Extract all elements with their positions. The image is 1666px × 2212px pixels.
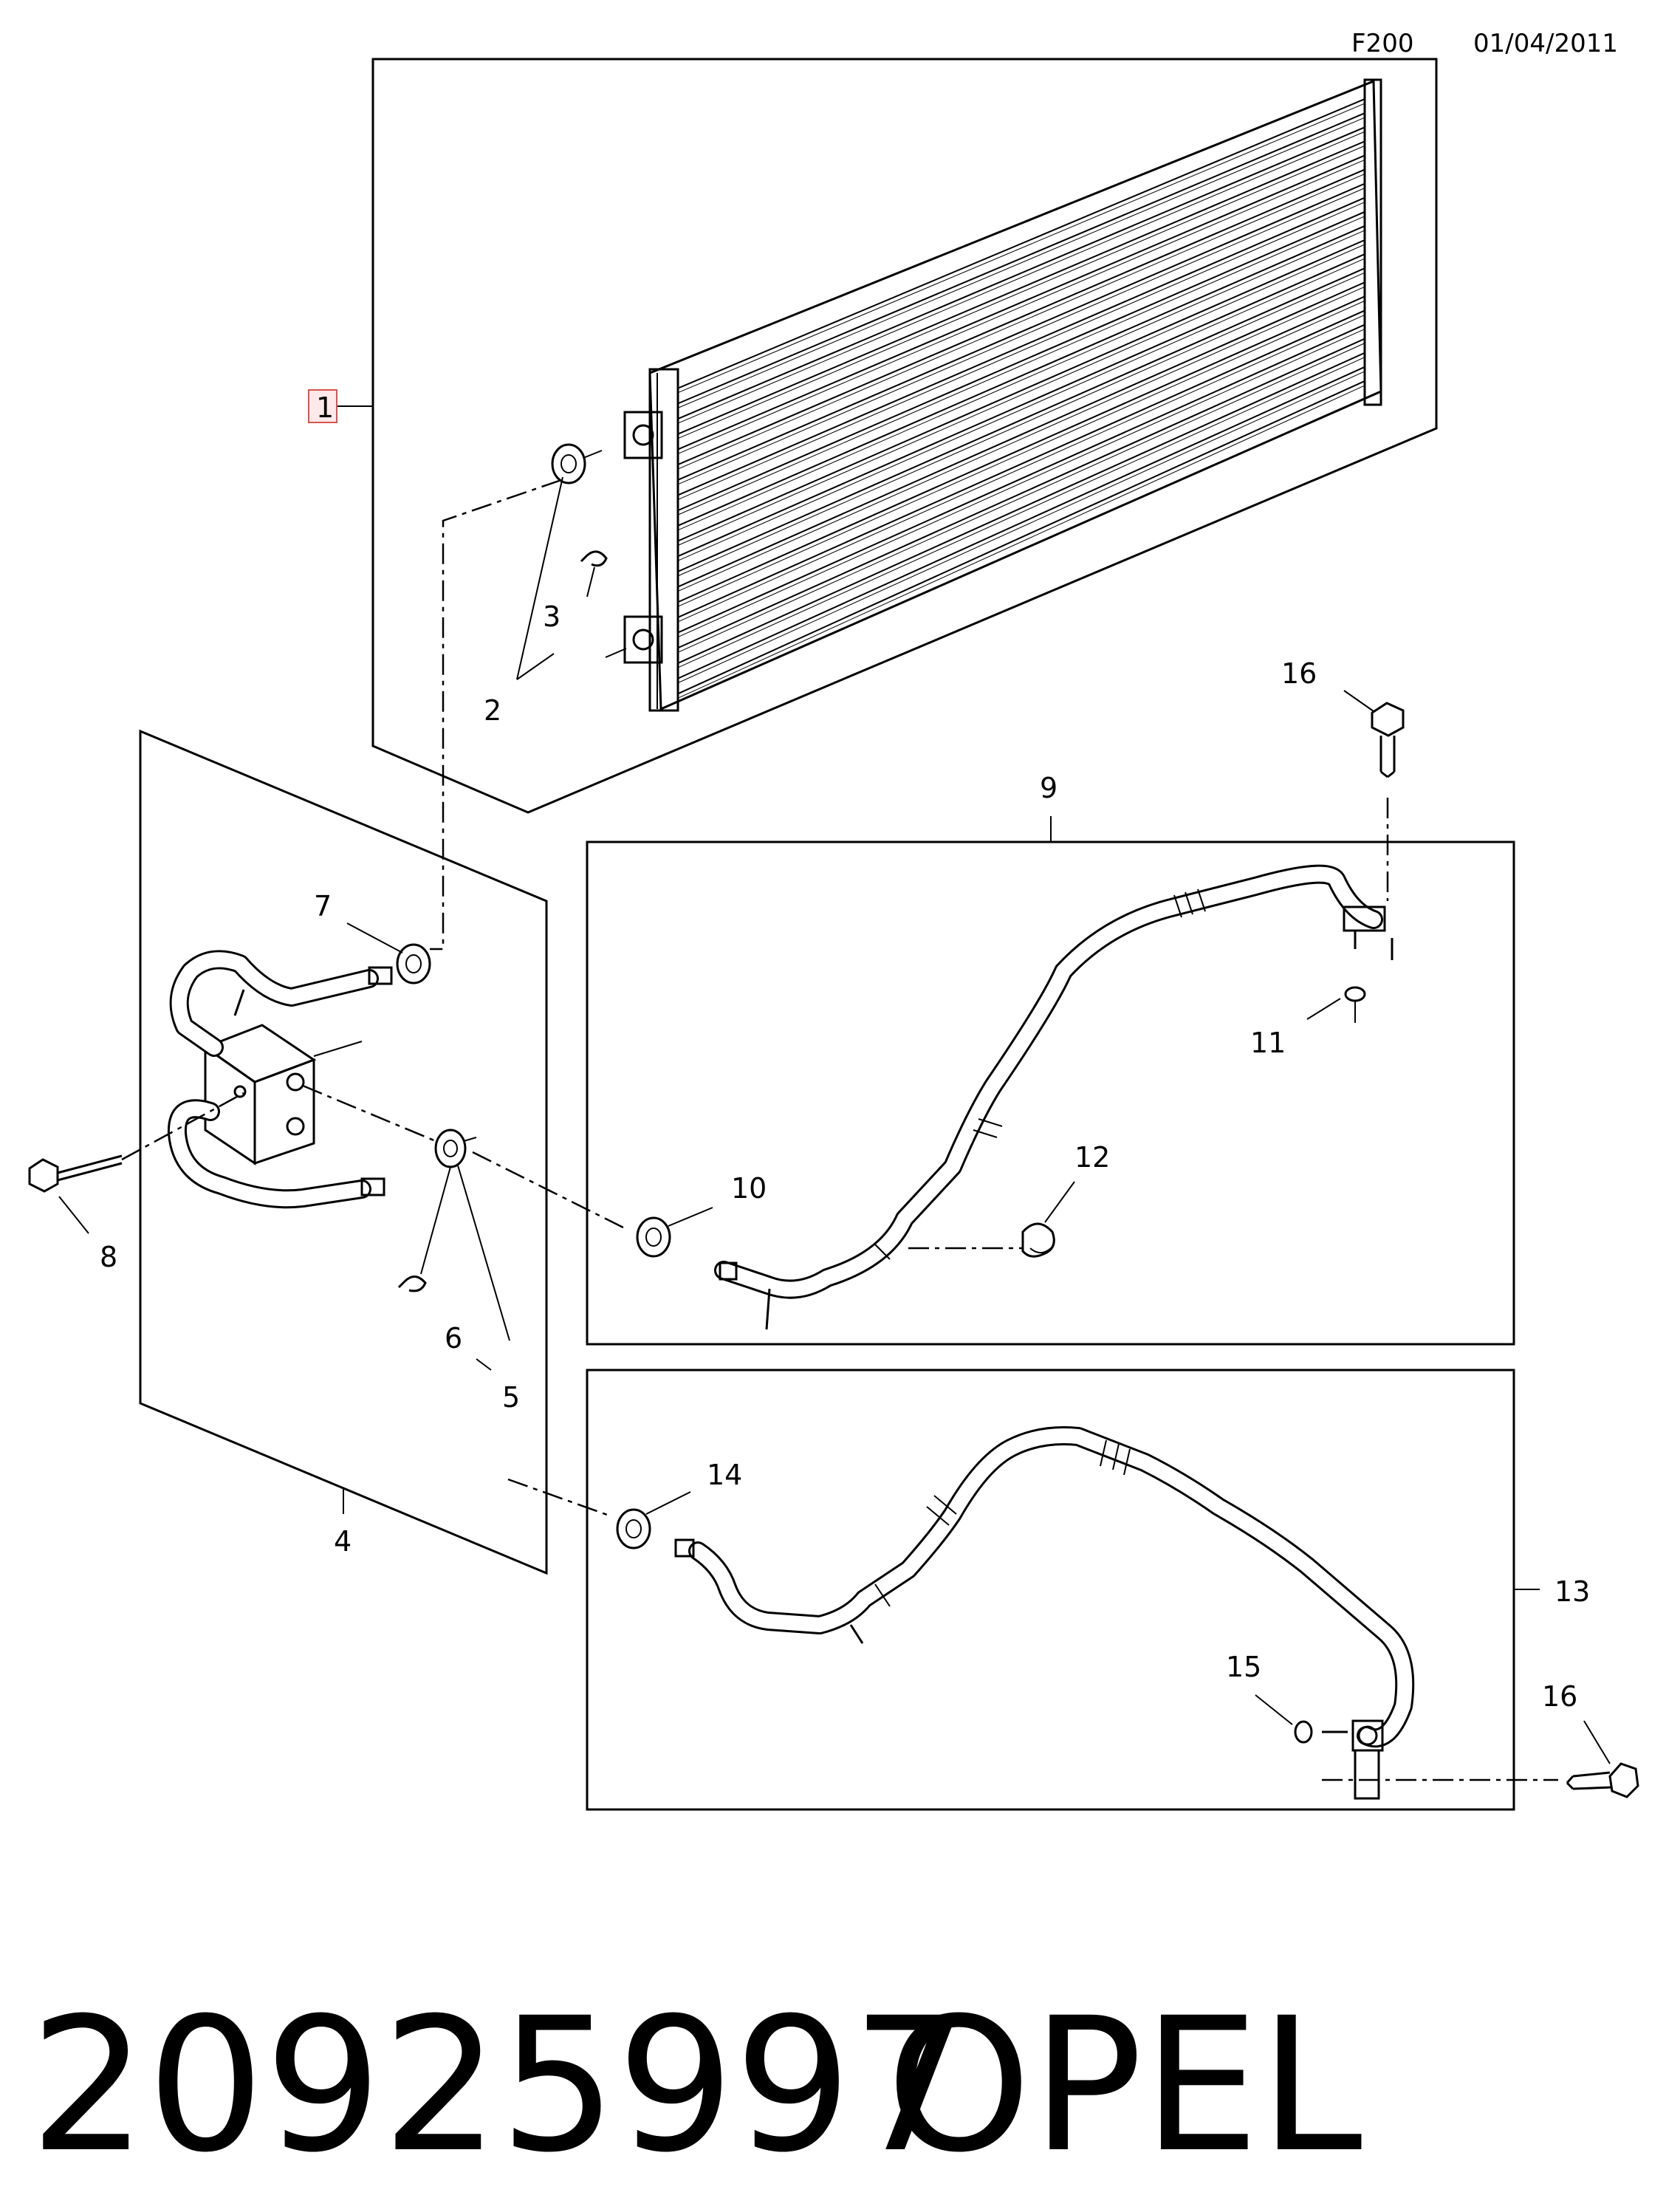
callout-10[interactable]: 10 (731, 1172, 767, 1205)
clip-12 (1021, 1222, 1055, 1258)
condenser-fin (677, 371, 1365, 684)
seal-7 (396, 943, 431, 985)
condenser-fin (677, 309, 1365, 618)
bolt-8 (28, 1154, 123, 1193)
callout-13[interactable]: 13 (1554, 1575, 1590, 1608)
condenser-fin (677, 272, 1365, 577)
condenser-fin (677, 145, 1365, 439)
condenser-fin (677, 126, 1365, 420)
condenser-fin (677, 225, 1365, 527)
washer-11 (1344, 986, 1366, 1002)
condenser-fin (677, 286, 1365, 592)
condenser-fin (677, 188, 1365, 485)
callout-15[interactable]: 15 (1226, 1651, 1261, 1683)
condenser-fin (677, 385, 1365, 699)
callout-7[interactable]: 7 (314, 890, 332, 922)
clip-3 (580, 550, 608, 567)
condenser-fin (677, 168, 1365, 466)
condenser-fin (677, 380, 1365, 695)
callout-5[interactable]: 5 (502, 1381, 520, 1414)
condenser-fin (677, 202, 1365, 500)
hose-13 (674, 1426, 1415, 1800)
callout-9[interactable]: 9 (1040, 772, 1057, 804)
clip-6 (397, 1276, 427, 1292)
part-number: 20925997 (30, 1978, 969, 2193)
seal-10 (636, 1216, 671, 1258)
callout-16-lower[interactable]: 16 (1542, 1680, 1577, 1713)
condenser-fin (677, 253, 1365, 558)
condenser-fin (677, 112, 1365, 405)
callout-box-1 (308, 389, 337, 423)
condenser-fin (677, 357, 1365, 668)
callout-11[interactable]: 11 (1250, 1027, 1286, 1059)
condenser-fin (677, 98, 1365, 389)
condenser-fin (677, 258, 1365, 561)
condenser-fin (677, 338, 1365, 649)
condenser-fin (677, 329, 1365, 638)
condenser-fin (677, 174, 1365, 470)
callout-8[interactable]: 8 (100, 1241, 117, 1273)
condenser-fin (677, 210, 1365, 512)
brand-name: OPEL (886, 1978, 1362, 2193)
condenser-fin (677, 131, 1365, 424)
condenser-fin (677, 140, 1365, 435)
condenser-fin (677, 281, 1365, 588)
callout-4[interactable]: 4 (334, 1525, 352, 1558)
condenser-fin (677, 154, 1365, 451)
washer-15 (1294, 1720, 1313, 1744)
condenser-fin (677, 159, 1365, 454)
condenser-fin (677, 300, 1365, 607)
callout-1[interactable]: 1 (316, 391, 334, 424)
condenser-fin (677, 366, 1365, 679)
condenser-fin (677, 216, 1365, 516)
bolt-16-lower (1566, 1762, 1639, 1798)
condenser (623, 78, 1382, 712)
condenser-fin (677, 103, 1365, 394)
condenser-fin (677, 267, 1365, 572)
condenser-fin (677, 117, 1365, 408)
seal-14 (616, 1508, 651, 1550)
fitting-2 (551, 443, 603, 484)
valve-panel (139, 729, 548, 1575)
callout-6[interactable]: 6 (445, 1322, 462, 1355)
condenser-fin (677, 239, 1365, 542)
callout-3[interactable]: 3 (543, 600, 561, 633)
valve-block (202, 1024, 317, 1165)
diagram-date: 01/04/2011 (1473, 29, 1618, 58)
callout-2[interactable]: 2 (484, 694, 501, 727)
condenser-fin (677, 343, 1365, 653)
callout-14[interactable]: 14 (707, 1459, 742, 1491)
condenser-panel (371, 58, 1438, 814)
condenser-fin (677, 230, 1365, 531)
hose-9 (714, 864, 1394, 1330)
condenser-fin (677, 314, 1365, 623)
callout-12[interactable]: 12 (1074, 1141, 1110, 1174)
condenser-fin (677, 244, 1365, 546)
condenser-fin (677, 182, 1365, 481)
figure-code: F200 (1351, 29, 1413, 58)
callout-16-upper[interactable]: 16 (1281, 657, 1317, 690)
condenser-fin (677, 295, 1365, 603)
condenser-fin (677, 323, 1365, 634)
condenser-fin (677, 352, 1365, 664)
condenser-fin (677, 196, 1365, 496)
bolt-16-upper (1371, 702, 1405, 778)
fitting-5 (434, 1129, 477, 1168)
